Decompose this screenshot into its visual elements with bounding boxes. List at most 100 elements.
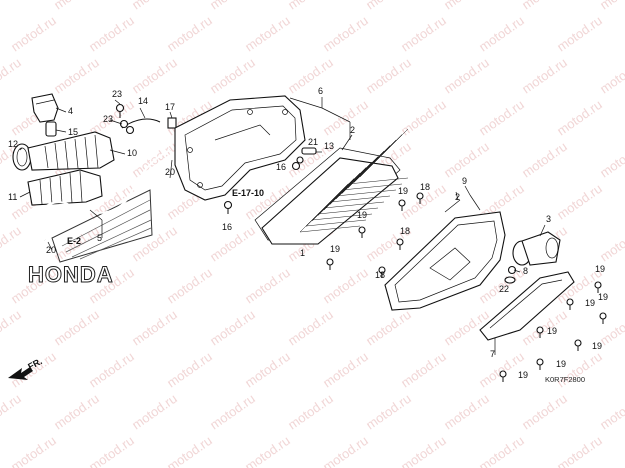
watermark-text: motod.ru [207, 0, 258, 12]
watermark-text: motod.ru [441, 391, 492, 433]
watermark-text: motod.ru [0, 307, 24, 349]
watermark-text: motod.ru [0, 55, 24, 97]
watermark-text: motod.ru [554, 349, 605, 391]
watermark-text: motod.ru [51, 55, 102, 97]
leader-line [464, 185, 471, 196]
diagram-code: K0R7F2800 [545, 375, 585, 384]
mesh-line [329, 195, 391, 203]
watermark-text: motod.ru [207, 55, 258, 97]
leader-line [89, 209, 103, 221]
label-3: 3 [546, 214, 551, 224]
watermark-text: motod.ru [164, 13, 215, 55]
watermark-text: motod.ru [86, 349, 137, 391]
watermark-text: motod.ru [8, 13, 59, 55]
watermark-text: motod.ru [441, 55, 492, 97]
leader-line [109, 119, 123, 125]
watermark-text: motod.ru [51, 0, 102, 12]
label-1: 1 [300, 248, 305, 258]
mesh-line [335, 189, 397, 197]
mesh-line [341, 183, 403, 191]
label-6: 6 [318, 86, 323, 96]
part-22-o-ring [504, 276, 516, 284]
part-13-21-bolts [296, 147, 317, 164]
label-2-upper: 2 [350, 125, 355, 135]
mesh-line [359, 128, 409, 178]
label-8: 8 [523, 266, 528, 276]
watermark-text: motod.ru [597, 139, 625, 181]
watermark-text: motod.ru [129, 391, 180, 433]
screw-19 [358, 226, 366, 234]
part-16-screws [223, 161, 301, 214]
label-21: 21 [308, 137, 318, 147]
watermark-text: motod.ru [51, 391, 102, 433]
mesh-line [329, 156, 379, 205]
screw-19 [398, 199, 406, 207]
label-19-c: 19 [330, 244, 340, 254]
watermark-text: motod.ru [554, 433, 605, 468]
reference-e2: E-2 [67, 236, 81, 246]
leader-line [455, 191, 459, 201]
watermark-text: motod.ru [8, 433, 59, 468]
mesh-line [335, 150, 385, 200]
label-4: 4 [68, 106, 73, 116]
leader-line [289, 97, 323, 109]
leader-line [469, 194, 481, 211]
label-15: 15 [68, 127, 78, 137]
watermark-text: motod.ru [242, 433, 293, 468]
watermark-text: motod.ru [320, 13, 371, 55]
mesh-line [299, 225, 361, 233]
leader-line [109, 149, 126, 155]
watermark-text: motod.ru [554, 13, 605, 55]
filter-element-mesh [299, 128, 409, 233]
mesh-line [317, 167, 367, 216]
watermark-text: motod.ru [285, 307, 336, 349]
label-7: 7 [490, 349, 495, 359]
leader-line [169, 159, 173, 179]
watermark-text: motod.ru [597, 0, 625, 12]
watermark-text: motod.ru [86, 13, 137, 55]
watermark-text: motod.ru [242, 265, 293, 307]
label-19-i: 19 [556, 359, 566, 369]
watermark-text: motod.ru [207, 223, 258, 265]
watermark-text: motod.ru [476, 13, 527, 55]
watermark-text: motod.ru [285, 391, 336, 433]
part-6-air-cleaner-case [174, 95, 306, 201]
watermark-text: motod.ru [285, 55, 336, 97]
label-19-d: 19 [595, 264, 605, 274]
watermark-text: motod.ru [519, 55, 570, 97]
label-19-e: 19 [585, 298, 595, 308]
label-11: 11 [8, 192, 17, 202]
screw-19 [594, 281, 602, 289]
watermark-text: motod.ru [597, 223, 625, 265]
screw-19 [536, 358, 544, 366]
part-7-side-cover [479, 271, 575, 341]
label-18-a: 18 [420, 182, 430, 192]
watermark-text: motod.ru [320, 97, 371, 139]
part-2-seal-upper [254, 147, 401, 241]
part-5-drain-hose [33, 149, 171, 241]
mesh-line [347, 139, 397, 189]
screw-19 [566, 298, 574, 306]
label-2-lower: 2 [455, 192, 460, 202]
part-10-connecting-tube [27, 131, 115, 171]
watermark-text: motod.ru [320, 265, 371, 307]
label-23-top: 23 [112, 89, 122, 99]
part-19-screws [326, 199, 607, 382]
label-19-j: 19 [518, 370, 528, 380]
watermark-text: motod.ru [441, 0, 492, 12]
leader-line [169, 111, 173, 119]
watermark-text: motod.ru [519, 139, 570, 181]
watermark-text: motod.ru [164, 265, 215, 307]
part-15-clamp [45, 121, 57, 137]
part-1-air-filter-element [261, 128, 409, 245]
watermark-text: motod.ru [129, 223, 180, 265]
leader-line [539, 224, 546, 237]
honda-wing-logo: HONDA [28, 189, 153, 288]
mesh-line [317, 207, 379, 215]
label-19-b: 19 [357, 210, 367, 220]
label-19-a: 19 [398, 186, 408, 196]
watermark-text: motod.ru [285, 0, 336, 12]
label-14: 14 [138, 96, 148, 106]
watermark-text: motod.ru [519, 391, 570, 433]
